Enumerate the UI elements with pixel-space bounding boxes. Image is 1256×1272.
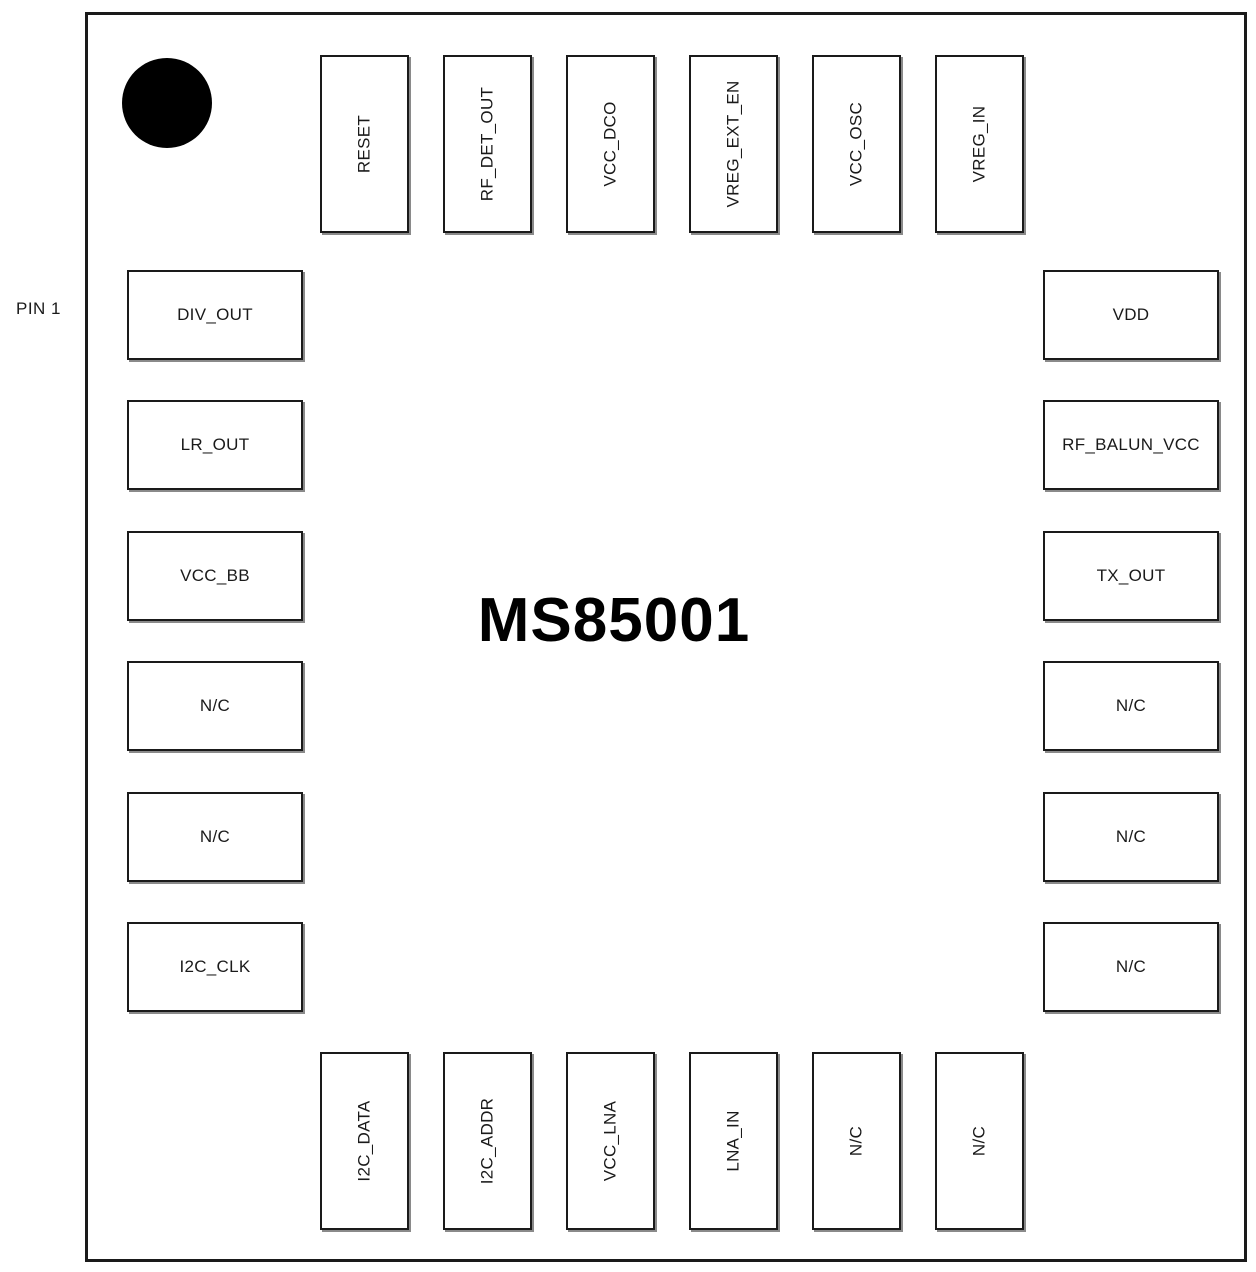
pin-box-top-5[interactable]: VCC_OSC — [812, 55, 901, 233]
pin-box-right-2[interactable]: RF_BALUN_VCC — [1043, 400, 1219, 490]
pin-box-left-5[interactable]: N/C — [127, 792, 303, 882]
pin-box-left-3[interactable]: VCC_BB — [127, 531, 303, 621]
pin-box-top-3[interactable]: VCC_DCO — [566, 55, 655, 233]
pin-label: RF_BALUN_VCC — [1062, 435, 1200, 454]
pin-box-bottom-4[interactable]: LNA_IN — [689, 1052, 778, 1230]
pin-label: DIV_OUT — [177, 305, 253, 324]
pin-box-right-6[interactable]: N/C — [1043, 922, 1219, 1012]
pin-label: VDD — [1112, 305, 1150, 324]
part-number-text: MS85001 — [477, 586, 751, 655]
pin-box-left-6[interactable]: I2C_CLK — [127, 922, 303, 1012]
pin-label: N/C — [1115, 696, 1147, 715]
pin-label: LR_OUT — [180, 435, 250, 454]
pin-box-left-4[interactable]: N/C — [127, 661, 303, 751]
pin-box-top-2[interactable]: RF_DET_OUT — [443, 55, 532, 233]
pin-label: N/C — [199, 827, 231, 846]
part-number: MS85001 — [0, 590, 1256, 652]
pin-label: I2C_CLK — [179, 957, 251, 976]
pin-box-bottom-5[interactable]: N/C — [812, 1052, 901, 1230]
pin-box-right-1[interactable]: VDD — [1043, 270, 1219, 360]
pin-label: VCC_BB — [180, 566, 250, 585]
pin-box-top-1[interactable]: RESET — [320, 55, 409, 233]
pin-label: N/C — [1115, 957, 1147, 976]
pin-box-top-6[interactable]: VREG_IN — [935, 55, 1024, 233]
pin-box-bottom-3[interactable]: VCC_LNA — [566, 1052, 655, 1230]
pin1-caption: PIN 1 — [16, 299, 62, 318]
pin-box-left-1[interactable]: DIV_OUT — [127, 270, 303, 360]
pin-label: TX_OUT — [1096, 566, 1166, 585]
pin-box-bottom-1[interactable]: I2C_DATA — [320, 1052, 409, 1230]
pin-box-bottom-6[interactable]: N/C — [935, 1052, 1024, 1230]
pin-label: N/C — [969, 1125, 989, 1157]
pin-box-right-5[interactable]: N/C — [1043, 792, 1219, 882]
pin-box-right-3[interactable]: TX_OUT — [1043, 531, 1219, 621]
pin-box-bottom-2[interactable]: I2C_ADDR — [443, 1052, 532, 1230]
package-outline — [85, 12, 1247, 1262]
pin-label: VREG_IN — [969, 105, 989, 183]
pin-label: N/C — [199, 696, 231, 715]
pin-box-top-4[interactable]: VREG_EXT_EN — [689, 55, 778, 233]
pin-box-left-2[interactable]: LR_OUT — [127, 400, 303, 490]
pin-label: N/C — [1115, 827, 1147, 846]
pin1-dot-marker-icon — [122, 58, 212, 148]
pin-box-right-4[interactable]: N/C — [1043, 661, 1219, 751]
